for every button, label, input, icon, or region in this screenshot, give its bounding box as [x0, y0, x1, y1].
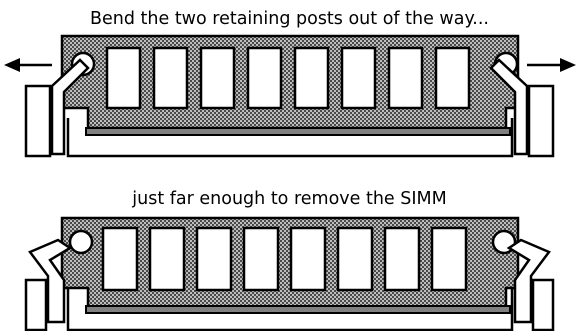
memory-chip: [199, 46, 236, 110]
memory-chip: [195, 226, 233, 292]
socket-slot: [85, 127, 511, 136]
step-1-caption: Bend the two retaining posts out of the …: [90, 9, 489, 29]
memory-chips: [101, 226, 468, 292]
memory-chip: [340, 46, 377, 110]
memory-chip: [293, 46, 330, 110]
step-2-caption: just far enough to remove the SIMM: [132, 189, 447, 209]
memory-chip: [101, 226, 139, 292]
socket-base: [66, 118, 514, 158]
memory-chips: [105, 46, 471, 110]
memory-chip: [105, 46, 142, 110]
memory-chip: [336, 226, 374, 292]
simm-diagram-posts-bent: [4, 34, 576, 158]
memory-chip: [430, 226, 468, 292]
arrow-right-icon: [527, 58, 576, 72]
memory-chip: [242, 226, 280, 292]
left-retaining-post: [24, 58, 90, 158]
memory-chip: [289, 226, 327, 292]
memory-chip: [387, 46, 424, 110]
socket-slot: [85, 305, 511, 314]
simm-diagram-released: [24, 216, 555, 331]
memory-chip: [152, 46, 189, 110]
memory-chip: [148, 226, 186, 292]
right-retaining-post: [506, 238, 555, 331]
left-retaining-post: [24, 238, 73, 331]
memory-chip: [383, 226, 421, 292]
mounting-hole-left: [68, 229, 94, 255]
memory-chip: [246, 46, 283, 110]
socket-base: [66, 286, 514, 331]
right-retaining-post: [489, 58, 555, 158]
memory-chip: [434, 46, 471, 110]
arrow-left-icon: [4, 58, 52, 72]
